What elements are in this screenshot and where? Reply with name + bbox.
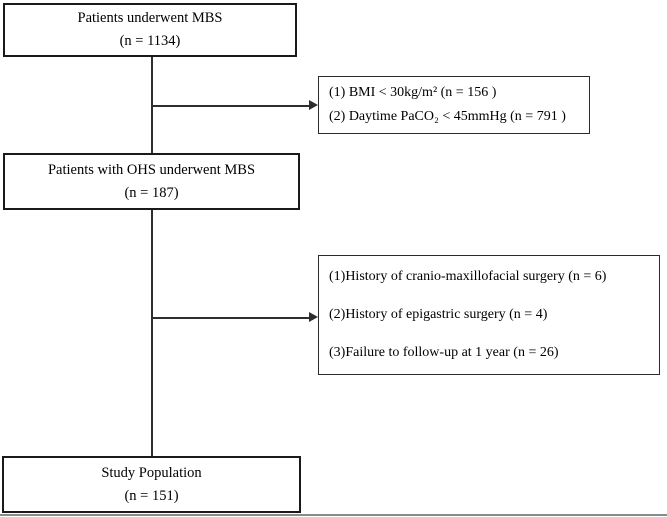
box-count: (n = 187) bbox=[124, 184, 179, 201]
box-patients-underwent-mbs: Patients underwent MBS (n = 1134) bbox=[3, 3, 297, 57]
box-count: (n = 1134) bbox=[119, 33, 181, 49]
arrowhead-right-icon bbox=[309, 100, 318, 110]
figure-bottom-rule bbox=[0, 514, 667, 516]
box-title: Patients with OHS underwent MBS bbox=[47, 161, 256, 178]
exclusion-item: (2)History of epigastric surgery (n = 4) bbox=[329, 307, 548, 322]
box-title: Study Population bbox=[101, 464, 202, 481]
arrow-line-exclusion-2 bbox=[152, 317, 310, 319]
box-exclusion-criteria-2: (1)History of cranio-maxillofacial surge… bbox=[318, 255, 660, 375]
arrow-line-exclusion-1 bbox=[152, 105, 310, 107]
exclusion-item: (3)Failure to follow-up at 1 year (n = 2… bbox=[329, 345, 559, 360]
box-title: Patients underwent MBS bbox=[77, 10, 223, 26]
arrowhead-right-icon bbox=[309, 312, 318, 322]
exclusion-item: (1)History of cranio-maxillofacial surge… bbox=[329, 269, 607, 284]
connector-middle-to-bottom bbox=[151, 210, 153, 456]
exclusion-item: (1) BMI < 30kg/m² (n = 156 ) bbox=[329, 85, 497, 100]
box-patients-ohs-mbs: Patients with OHS underwent MBS (n = 187… bbox=[3, 153, 300, 210]
box-study-population: Study Population (n = 151) bbox=[2, 456, 301, 513]
exclusion-item: (2) Daytime PaCO₂ < 45mmHg (n = 791 ) bbox=[329, 109, 566, 124]
connector-top-to-middle bbox=[151, 57, 153, 153]
box-count: (n = 151) bbox=[124, 487, 179, 504]
box-exclusion-criteria-1: (1) BMI < 30kg/m² (n = 156 ) (2) Daytime… bbox=[318, 76, 590, 134]
